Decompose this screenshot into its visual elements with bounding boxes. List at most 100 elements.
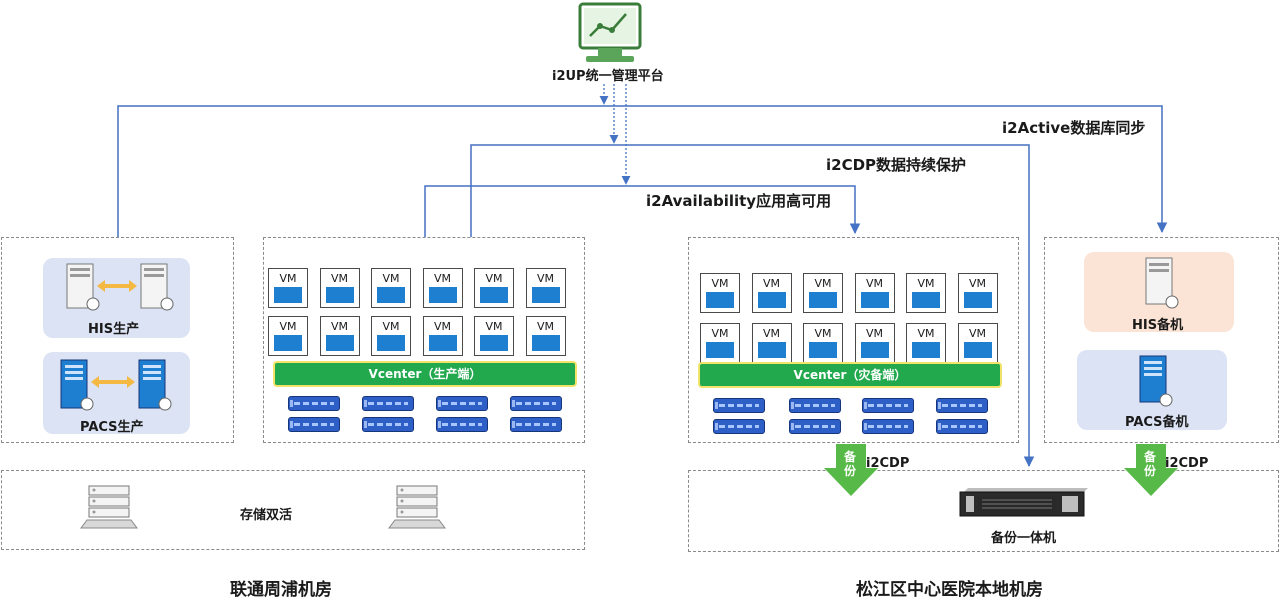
vm-screen: [377, 335, 405, 351]
vm-screen: [963, 342, 992, 358]
vm-label: VM: [382, 320, 400, 333]
vm-label: VM: [762, 327, 780, 340]
right-vm-1-3: VM: [854, 323, 895, 363]
his-standby-label: HIS备机: [1132, 318, 1184, 333]
backup-arrow-text: 备份: [843, 450, 857, 478]
backup-arrow-text-value: 备份: [843, 450, 856, 478]
left-vm-zone: [263, 237, 585, 443]
vm-screen: [912, 292, 940, 308]
left-vm-1-0: VM: [268, 316, 308, 356]
left-rack-server-icon-0-3: [510, 396, 562, 411]
vm-screen: [809, 292, 837, 308]
vm-label: VM: [279, 272, 297, 285]
left-rack-server-icon-0-2: [436, 396, 488, 411]
right-rack-server-icon-1-2: [862, 419, 914, 434]
left-rack-server-icon-1-2: [436, 417, 488, 432]
vm-label: VM: [433, 272, 451, 285]
vm-screen: [757, 342, 786, 358]
backup-arrow-text-2: 备份: [1143, 450, 1157, 478]
vm-label: VM: [917, 327, 935, 340]
vm-label: VM: [968, 277, 986, 290]
right-vm-1-0: VM: [700, 323, 740, 363]
pacs-standby-server-icon: [1139, 355, 1173, 407]
left-vm-0-5: VM: [525, 268, 566, 308]
i2cdp-label-1: i2CDP: [866, 456, 910, 471]
vm-screen: [531, 335, 560, 351]
right-vm-0-1: VM: [751, 273, 792, 313]
pacs-production-servers-icon: [60, 359, 172, 411]
vm-screen: [428, 335, 457, 351]
vm-label: VM: [433, 320, 451, 333]
vm-screen: [912, 342, 940, 358]
left-rack-server-icon-0-1: [362, 396, 414, 411]
vm-label: VM: [711, 277, 729, 290]
vm-label: VM: [917, 277, 935, 290]
backup-arrow-text-value-2: 备份: [1143, 450, 1156, 478]
vcenter-production-bar: Vcenter（生产端）: [273, 361, 577, 387]
pacs-standby-label: PACS备机: [1125, 415, 1189, 430]
vm-label: VM: [485, 320, 503, 333]
vm-label: VM: [711, 327, 729, 340]
right-rack-server-icon-0-1: [789, 398, 841, 413]
platform-label: i2UP统一管理平台: [552, 69, 664, 84]
vm-label: VM: [485, 272, 503, 285]
active-sync-line: [117, 105, 1168, 237]
right-rack-server-icon-1-1: [789, 419, 841, 434]
right-vm-0-2: VM: [803, 273, 843, 313]
vm-screen: [377, 287, 405, 303]
cdp-label: i2CDP数据持续保护: [826, 156, 967, 174]
left-storage-zone: [1, 470, 585, 550]
left-vm-1-5: VM: [525, 316, 566, 356]
vm-screen: [809, 342, 837, 358]
left-vm-1-3: VM: [422, 316, 463, 356]
left-vm-1-2: VM: [371, 316, 411, 356]
storage-active-active-label: 存储双活: [240, 508, 293, 523]
vm-screen: [706, 342, 734, 358]
right-vm-0-5: VM: [957, 273, 998, 313]
vm-label: VM: [279, 320, 297, 333]
vm-label: VM: [330, 320, 348, 333]
left-rack-server-icon-1-3: [510, 417, 562, 432]
vm-screen: [274, 287, 302, 303]
vm-label: VM: [762, 277, 780, 290]
right-backup-zone: [688, 470, 1279, 552]
his-standby-server-icon: [1145, 257, 1179, 309]
right-vm-zone: [688, 237, 1019, 443]
availability-line: [424, 185, 861, 237]
vm-label: VM: [536, 320, 554, 333]
vm-screen: [480, 287, 508, 303]
right-db-zone: [1044, 237, 1279, 443]
right-site-title: 松江区中心医院本地机房: [856, 580, 1043, 600]
backup-appliance-icon: [959, 488, 1088, 517]
right-rack-server-icon-0-0: [713, 398, 765, 413]
right-vm-1-5: VM: [957, 323, 998, 363]
left-vm-0-4: VM: [474, 268, 514, 308]
vm-screen: [963, 292, 992, 308]
left-rack-server-icon-1-0: [288, 417, 340, 432]
vm-screen: [860, 292, 889, 308]
vm-label: VM: [865, 327, 883, 340]
right-vm-0-4: VM: [906, 273, 946, 313]
left-vm-0-1: VM: [319, 268, 360, 308]
left-vm-0-2: VM: [371, 268, 411, 308]
left-vm-0-3: VM: [422, 268, 463, 308]
vm-screen: [706, 292, 734, 308]
left-site-title: 联通周浦机房: [230, 580, 332, 600]
vm-screen: [757, 292, 786, 308]
cdp-line: [470, 144, 1035, 468]
monitor-chart-icon: [578, 2, 642, 62]
vm-label: VM: [865, 277, 883, 290]
vm-screen: [531, 287, 560, 303]
right-rack-server-icon-0-3: [936, 398, 988, 413]
right-rack-server-icon-0-2: [862, 398, 914, 413]
right-rack-server-icon-1-0: [713, 419, 765, 434]
vm-label: VM: [814, 327, 832, 340]
vm-label: VM: [330, 272, 348, 285]
storage-server-icon: [80, 485, 138, 529]
his-production-servers-icon: [66, 263, 174, 311]
right-vm-1-1: VM: [751, 323, 792, 363]
left-rack-server-icon-0-0: [288, 396, 340, 411]
i2cdp-label-2: i2CDP: [1165, 456, 1209, 471]
left-vm-1-1: VM: [319, 316, 360, 356]
